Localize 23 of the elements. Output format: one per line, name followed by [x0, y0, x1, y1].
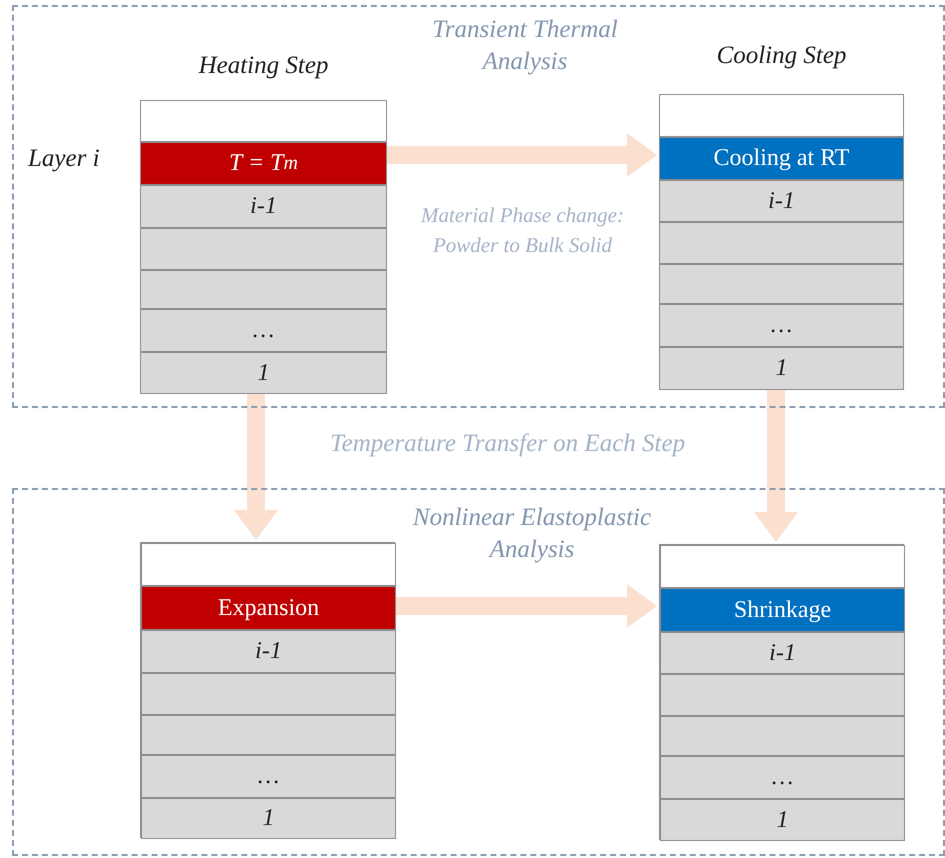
step-heading: Heating Step: [197, 52, 330, 80]
stack-layer: [140, 270, 387, 309]
stack-layer: [659, 222, 904, 264]
block-arrow: [234, 392, 278, 540]
dashed-panel: [12, 5, 945, 408]
panel-title: Transient Thermal Analysis: [431, 15, 619, 77]
stack-layer: 1: [659, 347, 904, 390]
note-text: Temperature Transfer on Each Step: [330, 430, 686, 458]
block-arrow: [385, 133, 657, 177]
panel-title: Nonlinear Elastoplastic Analysis: [412, 503, 652, 565]
step-heading: Cooling Step: [716, 42, 848, 70]
layer-label: Layer i: [28, 145, 100, 173]
stack-layer: [659, 94, 904, 137]
stack-layer: Cooling at RT: [659, 137, 904, 180]
stack-layer: [140, 100, 387, 142]
stack-layer: …: [659, 304, 904, 347]
stack-layer: i-1: [140, 185, 387, 228]
stack-layer: [140, 228, 387, 270]
stack-layer: 1: [140, 352, 387, 394]
block-arrow: [754, 388, 798, 542]
stack-layer: i-1: [659, 180, 904, 222]
stack-layer: [659, 264, 904, 304]
stack-layer: …: [140, 309, 387, 352]
